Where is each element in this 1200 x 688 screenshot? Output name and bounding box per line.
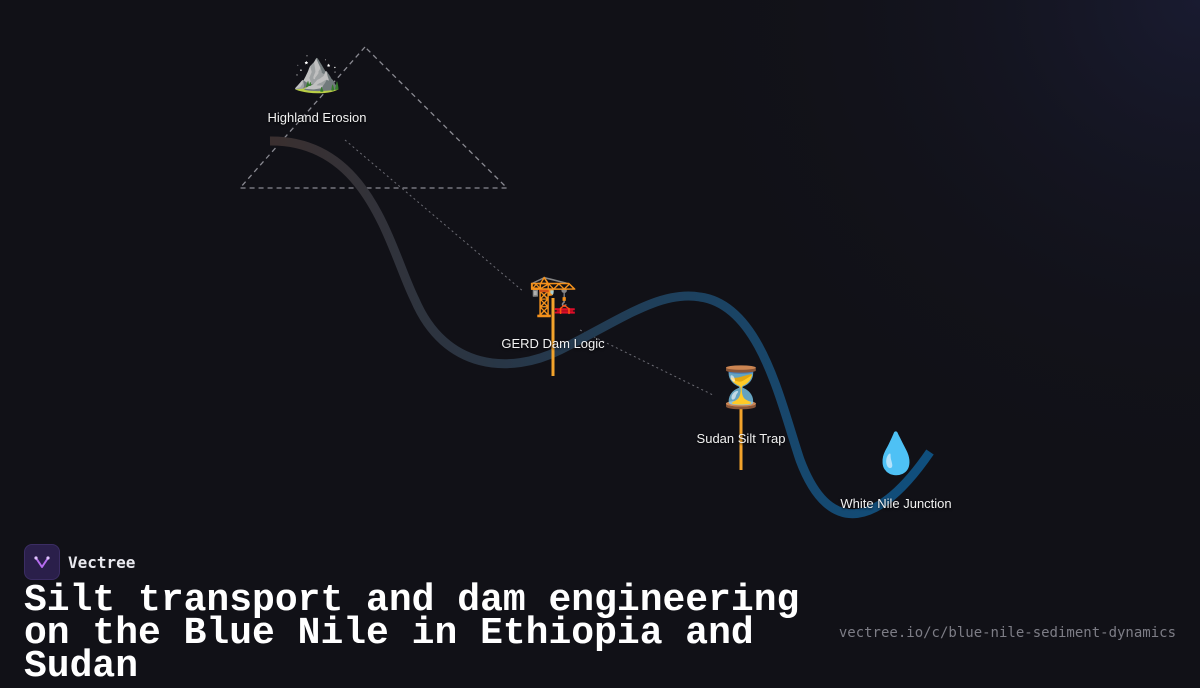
brand: Vectree (24, 544, 135, 580)
vectree-logo-icon (24, 544, 60, 580)
brand-name: Vectree (68, 552, 136, 572)
page-title: Silt transport and dam engineering on th… (24, 579, 800, 688)
connector-line-1 (344, 139, 525, 293)
source-url[interactable]: vectree.io/c/blue-nile-sediment-dynamics (838, 625, 1176, 641)
node-label-sudan-silt-trap: Sudan Silt Trap (696, 431, 786, 446)
water-droplet-icon: 💧 (871, 432, 921, 476)
node-label-highland-erosion: Highland Erosion (267, 110, 367, 125)
background-glow (600, 0, 1200, 560)
node-label-gerd-dam-logic: GERD Dam Logic (501, 336, 605, 351)
mountain-icon: ⛰️ (292, 50, 342, 94)
highland-triangle (238, 46, 509, 189)
node-label-white-nile-junction: White Nile Junction (840, 496, 952, 511)
hourglass-icon: ⏳ (716, 366, 766, 410)
construction-crane-icon: 🏗️ (528, 274, 578, 318)
blue-nile-river (269, 136, 934, 519)
